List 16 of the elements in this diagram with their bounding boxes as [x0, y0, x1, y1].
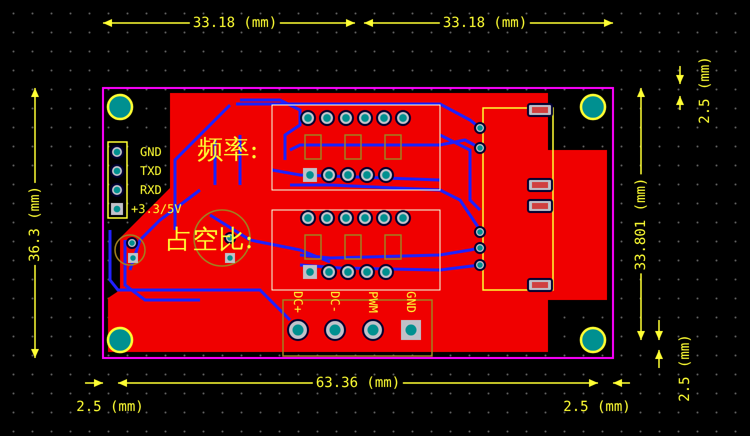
dimension-label: 33.801 (mm)	[634, 174, 648, 274]
dimension-label: 2.5 (mm)	[563, 400, 631, 414]
dimension-label: 33.18 (mm)	[190, 16, 280, 30]
dimension-label: 2.5 (mm)	[698, 56, 712, 124]
pin-label: RXD	[140, 184, 162, 196]
dimension-label: 2.5 (mm)	[678, 334, 692, 402]
pin-label: TXD	[140, 165, 162, 177]
pin-label: GND	[405, 291, 417, 313]
pin-label: DC+	[292, 291, 304, 313]
dimension-label: 33.18 (mm)	[440, 16, 530, 30]
pin-label: GND	[140, 146, 162, 158]
pin-label: DC-	[329, 291, 341, 313]
pin-label: PWM	[367, 291, 379, 313]
dimension-label: 63.36 (mm)	[312, 376, 404, 390]
dimension-label: 36.3 (mm)	[28, 183, 42, 265]
dimension-label: 2.5 (mm)	[76, 400, 144, 414]
